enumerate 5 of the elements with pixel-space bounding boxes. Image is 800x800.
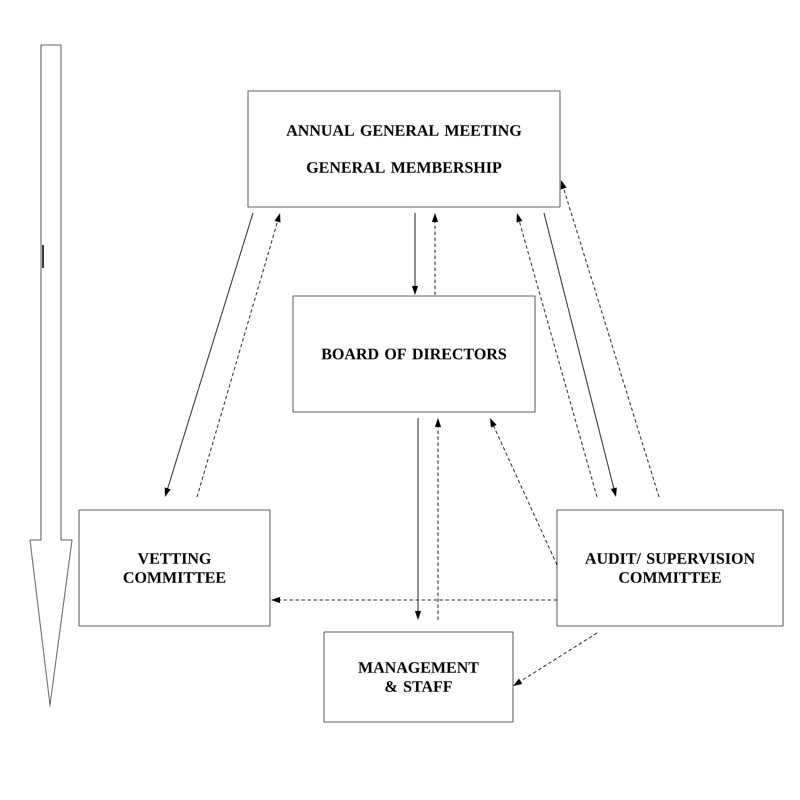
org-box: MANAGEMENT & STAFF bbox=[324, 632, 514, 722]
org-box: AUDIT/ SUPERVISION COMMITTEE bbox=[556, 510, 784, 626]
org-box: BOARD OF DIRECTORS bbox=[292, 296, 536, 412]
org-box: VETTING COMMITTEE bbox=[78, 510, 270, 626]
org-box: ANNUAL GENERAL MEETING GENERAL MEMBERSHIP bbox=[248, 90, 560, 208]
